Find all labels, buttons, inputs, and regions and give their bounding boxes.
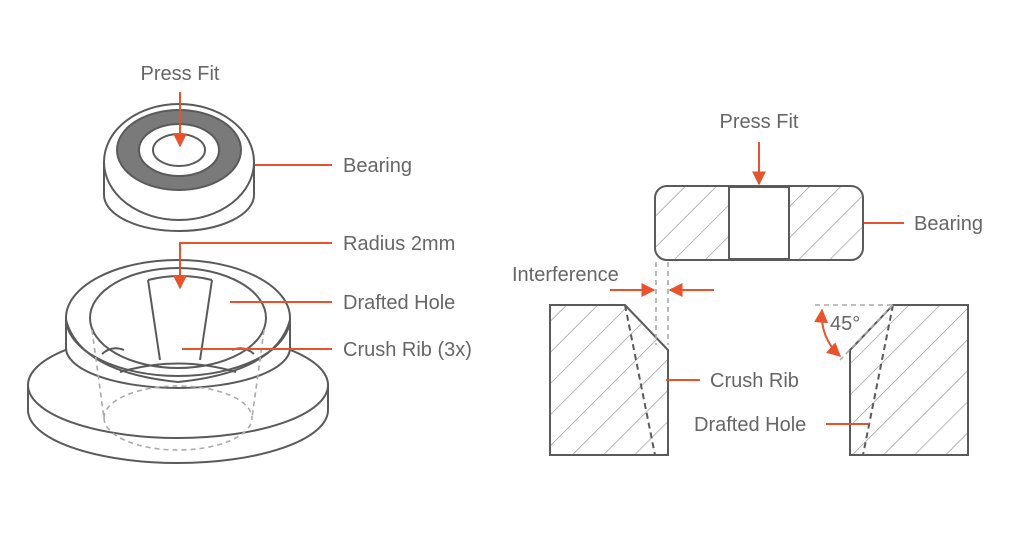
- angle-arc: [814, 308, 842, 357]
- radius-leader: [173, 242, 332, 290]
- right-crush-rib-label: Crush Rib: [710, 370, 799, 392]
- isometric-view: Press Fit Bearing Radius 2mm Drafted Hol…: [27, 63, 472, 464]
- right-drafted-hole-label: Drafted Hole: [694, 414, 806, 436]
- left-crush-rib-label: Crush Rib (3x): [343, 339, 472, 361]
- left-drafted-hole-label: Drafted Hole: [343, 292, 455, 314]
- bearing-iso: [103, 103, 255, 232]
- angle-label: 45°: [830, 313, 860, 335]
- boss: [65, 259, 291, 389]
- right-bearing-label: Bearing: [914, 213, 983, 235]
- left-bearing-label: Bearing: [343, 155, 412, 177]
- hidden-bore: [91, 329, 265, 451]
- right-wall-section: [815, 304, 969, 456]
- interference-guides: [610, 262, 714, 345]
- interference-label: Interference: [512, 264, 619, 286]
- section-view: Press Fit Bearing Interference Crush Rib…: [512, 111, 983, 456]
- right-leaders: [666, 142, 904, 425]
- left-radius-label: Radius 2mm: [343, 233, 455, 255]
- right-press-fit-label: Press Fit: [720, 111, 799, 133]
- left-press-fit-label: Press Fit: [141, 63, 220, 85]
- bearing-section: [654, 185, 864, 261]
- left-wall-section: [549, 304, 669, 456]
- left-leaders: [173, 92, 332, 350]
